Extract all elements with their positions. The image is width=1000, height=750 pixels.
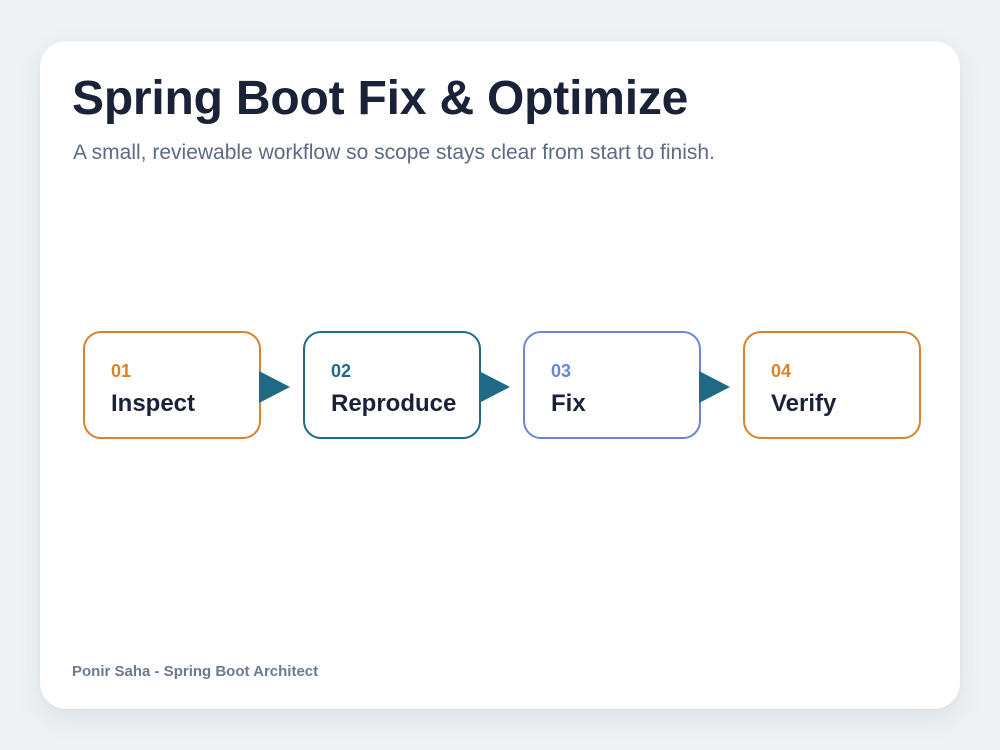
step-box-fix: 03 Fix [523, 331, 701, 439]
arrow-icon [479, 371, 510, 403]
author-credit: Ponir Saha - Spring Boot Architect [72, 663, 319, 680]
page-subtitle: A small, reviewable workflow so scope st… [73, 141, 715, 164]
step-label: Reproduce [331, 390, 457, 417]
step-number: 03 [551, 361, 572, 381]
step-number: 04 [771, 361, 792, 381]
page-title: Spring Boot Fix & Optimize [72, 72, 689, 125]
step-box-verify: 04 Verify [743, 331, 921, 439]
step-number: 01 [111, 361, 132, 381]
step-label: Verify [771, 390, 837, 417]
step-label: Fix [551, 390, 586, 417]
step-box-inspect: 01 Inspect [83, 331, 261, 439]
arrow-icon [699, 371, 730, 403]
arrow-icon [259, 371, 290, 403]
step-number: 02 [331, 361, 352, 381]
workflow-card: Spring Boot Fix & Optimize A small, revi… [40, 41, 960, 709]
step-label: Inspect [111, 390, 196, 417]
step-box-reproduce: 02 Reproduce [303, 331, 481, 439]
